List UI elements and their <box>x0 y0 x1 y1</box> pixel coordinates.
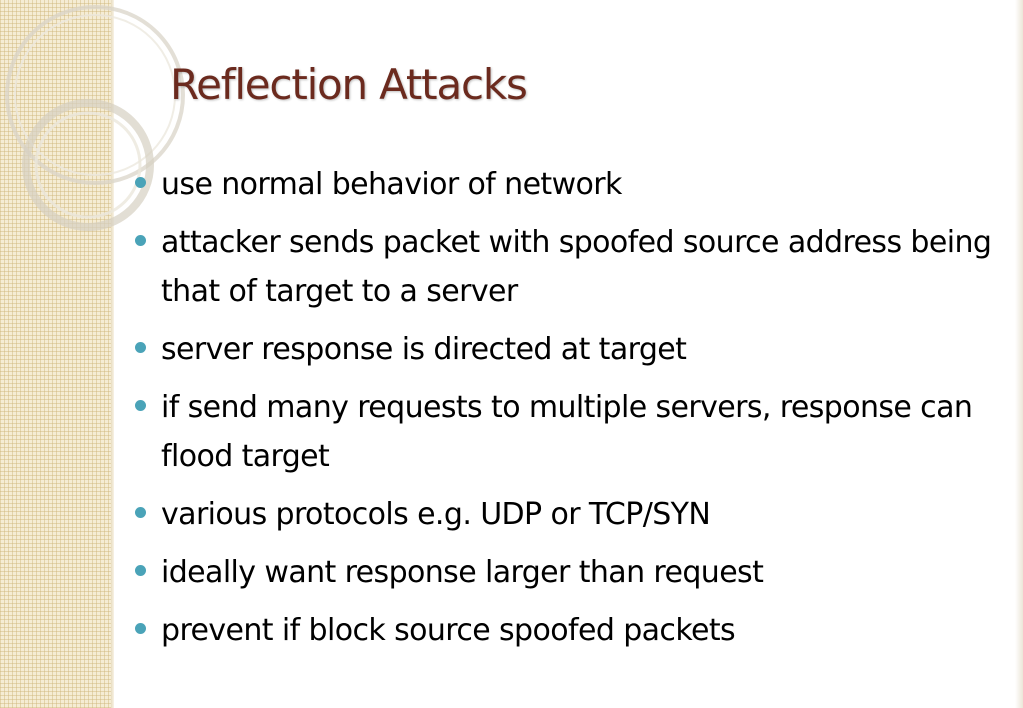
bullet-dot-icon <box>135 342 146 353</box>
bullet-text: various protocols e.g. UDP or TCP/SYN <box>161 497 711 532</box>
bullet-dot-icon <box>135 400 146 411</box>
right-edge-decor <box>1015 0 1023 708</box>
bullet-text: prevent if block source spoofed packets <box>161 613 736 648</box>
bullet-list: use normal behavior of network attacker … <box>135 160 995 664</box>
bullet-item: ideally want response larger than reques… <box>135 548 995 597</box>
bullet-dot-icon <box>135 177 146 188</box>
bullet-item: various protocols e.g. UDP or TCP/SYN <box>135 490 995 539</box>
bullet-dot-icon <box>135 235 146 246</box>
bullet-item: if send many requests to multiple server… <box>135 383 995 481</box>
bullet-text: use normal behavior of network <box>161 167 622 202</box>
bullet-dot-icon <box>135 565 146 576</box>
slide-title: Reflection Attacks <box>170 60 528 109</box>
bullet-text: ideally want response larger than reques… <box>161 555 764 590</box>
bullet-text: attacker sends packet with spoofed sourc… <box>161 225 992 309</box>
side-decor-border <box>111 0 114 708</box>
bullet-text: if send many requests to multiple server… <box>161 390 973 474</box>
bullet-item: use normal behavior of network <box>135 160 995 209</box>
bullet-dot-icon <box>135 623 146 634</box>
bullet-item: attacker sends packet with spoofed sourc… <box>135 218 995 316</box>
bullet-item: server response is directed at target <box>135 325 995 374</box>
bullet-dot-icon <box>135 507 146 518</box>
swirl-decor-icon <box>5 5 185 231</box>
bullet-text: server response is directed at target <box>161 332 687 367</box>
bullet-item: prevent if block source spoofed packets <box>135 606 995 655</box>
